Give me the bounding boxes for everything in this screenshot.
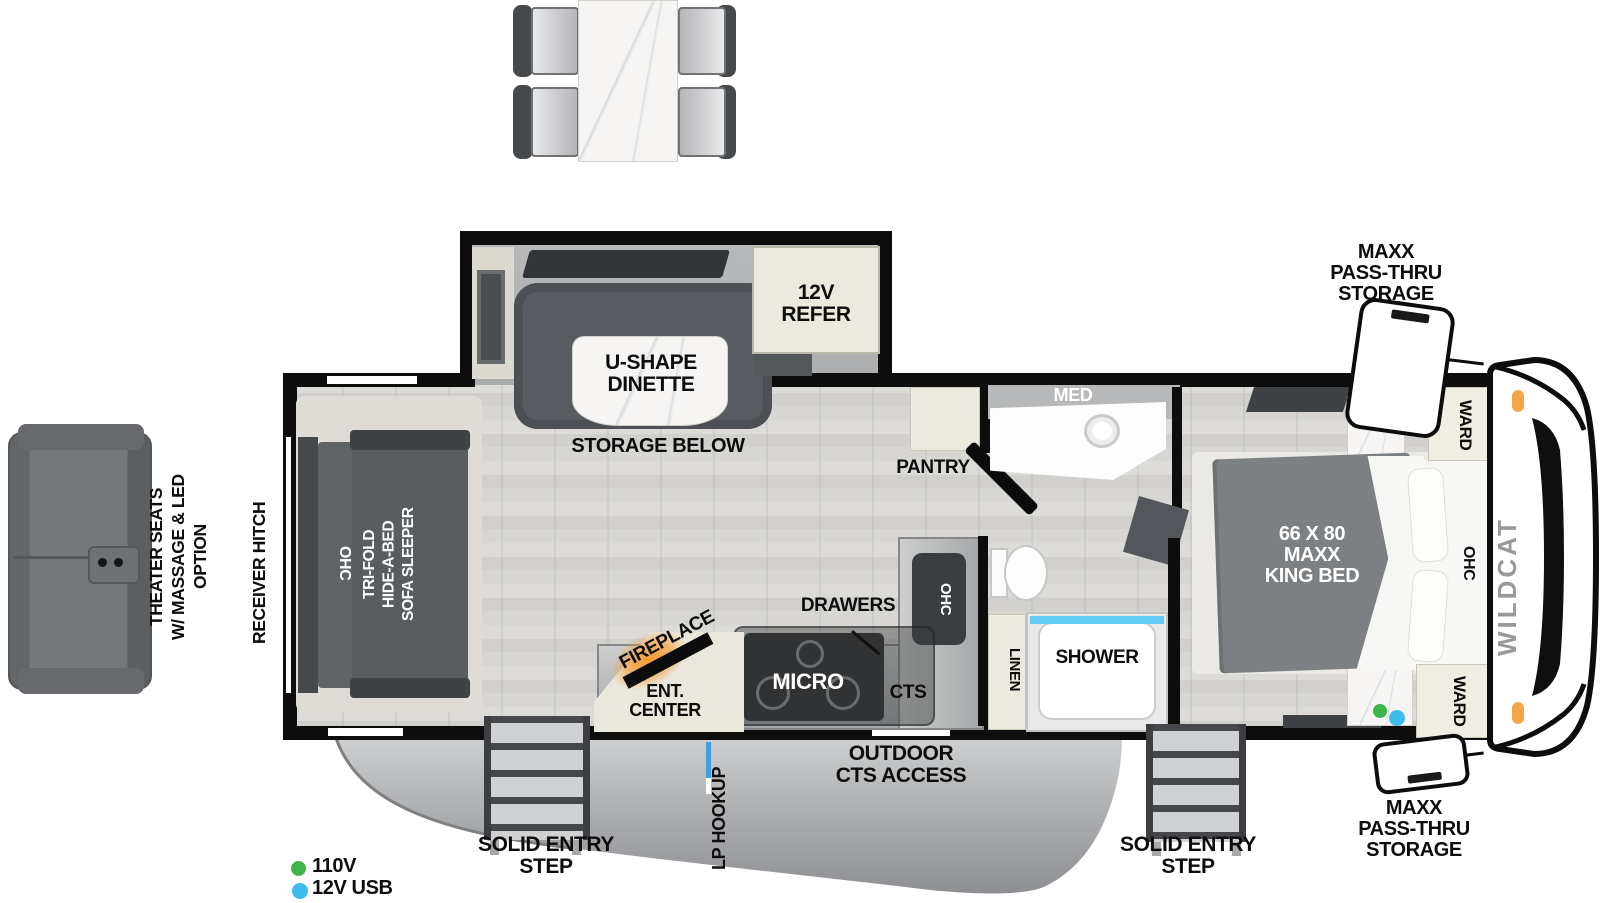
entry-steps [1146,724,1246,842]
shower-water-edge [1030,616,1164,624]
usb-12v-icon [1389,710,1405,726]
sofa-label: TRI-FOLD HIDE-A-BED SOFA SLEEPER [361,507,417,621]
table-top [578,0,678,162]
outdoor-cts-door-marker [872,728,950,736]
bed-ohc-label: OHC [1460,545,1477,581]
step-foot [1232,842,1241,856]
bath-wall [978,536,988,726]
refrigerator [752,246,880,354]
pass-thru-door [1343,295,1457,441]
shower-inner [1038,622,1156,720]
refer-base [754,350,812,376]
legend-110v-label: 110V [312,855,357,877]
top-wall-right [752,373,1493,387]
burner-icon [796,640,824,668]
step-foot [572,840,581,855]
lp-hookup-line [706,742,711,778]
toilet-icon [1004,545,1048,601]
outlet-110v-icon [1373,704,1387,718]
burner-icon [826,676,860,710]
pantry-cabinet [910,387,980,451]
brand-logo-text: WILDCAT [1492,517,1522,656]
maxx-storage-label-top: MAXX PASS-THRU STORAGE [1330,241,1442,305]
rear-ohc-label: OHC [336,545,353,581]
sofa-armrest [350,430,470,450]
pantry-label: PANTRY [896,457,970,478]
chair-icon [678,7,726,75]
entry-steps [484,716,590,840]
drawers-label: DRAWERS [800,595,896,616]
pantry-wall [980,387,990,453]
dinette-label: U-SHAPE DINETTE [605,351,697,397]
theater-seats-label: THEATER SEATS W/ MASSAGE & LED OPTION [146,474,210,640]
bedroom-window [1245,387,1352,412]
bath-wall [1168,538,1180,726]
med-cabinet-label: MED [1053,385,1093,405]
sofa-armrest [350,678,470,698]
outdoor-cts-label: OUTDOOR CTS ACCESS [835,742,967,788]
pillow-icon [1406,568,1450,664]
bedroom-wall [1172,387,1182,518]
slide-wall [460,231,472,387]
front-cap: WILDCAT [1487,356,1600,758]
lp-hookup-label: LP HOOKUP [709,766,729,870]
ent-center-label: ENT. CENTER [629,681,701,720]
bed-label: 66 X 80 MAXX KING BED [1264,523,1360,587]
cupholder-icon [98,558,107,567]
slide-wall [878,231,892,387]
microwave-overlay [733,626,935,726]
chair-icon [513,85,533,159]
linen-label: LINEN [1006,648,1023,692]
clearance-light-icon [1512,390,1524,412]
door-handle-icon [1407,771,1443,784]
burner-icon [756,676,790,710]
pillow-icon [1406,466,1450,564]
slide-wall [460,231,892,245]
storage-below-label: STORAGE BELOW [571,435,745,457]
shower-label: SHOWER [1055,647,1139,668]
tv-icon [521,250,731,278]
window-marker [328,728,403,736]
legend-110v-icon [291,861,306,876]
chair-icon [531,87,579,157]
chair-icon [531,7,579,75]
sofa-back [318,442,354,688]
legend-12v-usb-label: 12V USB [312,877,393,899]
kitchen-ohc-label: OHC [937,582,954,616]
clearance-light-icon [1512,702,1524,724]
bath-sink-icon [1084,414,1120,448]
linen-cabinet [988,614,1026,730]
sofa-body [352,438,468,690]
kitchen-ohc-cabinet [912,553,966,645]
step-foot [1152,842,1161,856]
solid-entry-step-label: SOLID ENTRY STEP [478,833,614,879]
receiver-hitch-label: RECEIVER HITCH [249,501,269,645]
rear-window [286,437,291,693]
chair-icon [513,5,533,77]
legend-12v-usb-icon [292,883,308,899]
cupholder-icon [114,558,123,567]
dinette-table [572,336,728,426]
lp-hookup-line [706,778,711,794]
pass-thru-door [1371,732,1471,796]
chair-icon [678,87,726,157]
cts-label: CTS [889,682,927,703]
wardrobe-label: WARD [1450,675,1469,727]
refer-label: 12V REFER [781,281,851,327]
micro-label: MICRO [772,669,844,694]
rear-ohc-cabinet [298,437,318,693]
step-foot [490,840,499,855]
maxx-storage-label-bottom: MAXX PASS-THRU STORAGE [1358,797,1470,861]
solid-entry-step-label: SOLID ENTRY STEP [1120,833,1256,879]
slide-window [477,270,505,364]
wardrobe-label: WARD [1456,399,1475,451]
window-marker [327,376,417,384]
